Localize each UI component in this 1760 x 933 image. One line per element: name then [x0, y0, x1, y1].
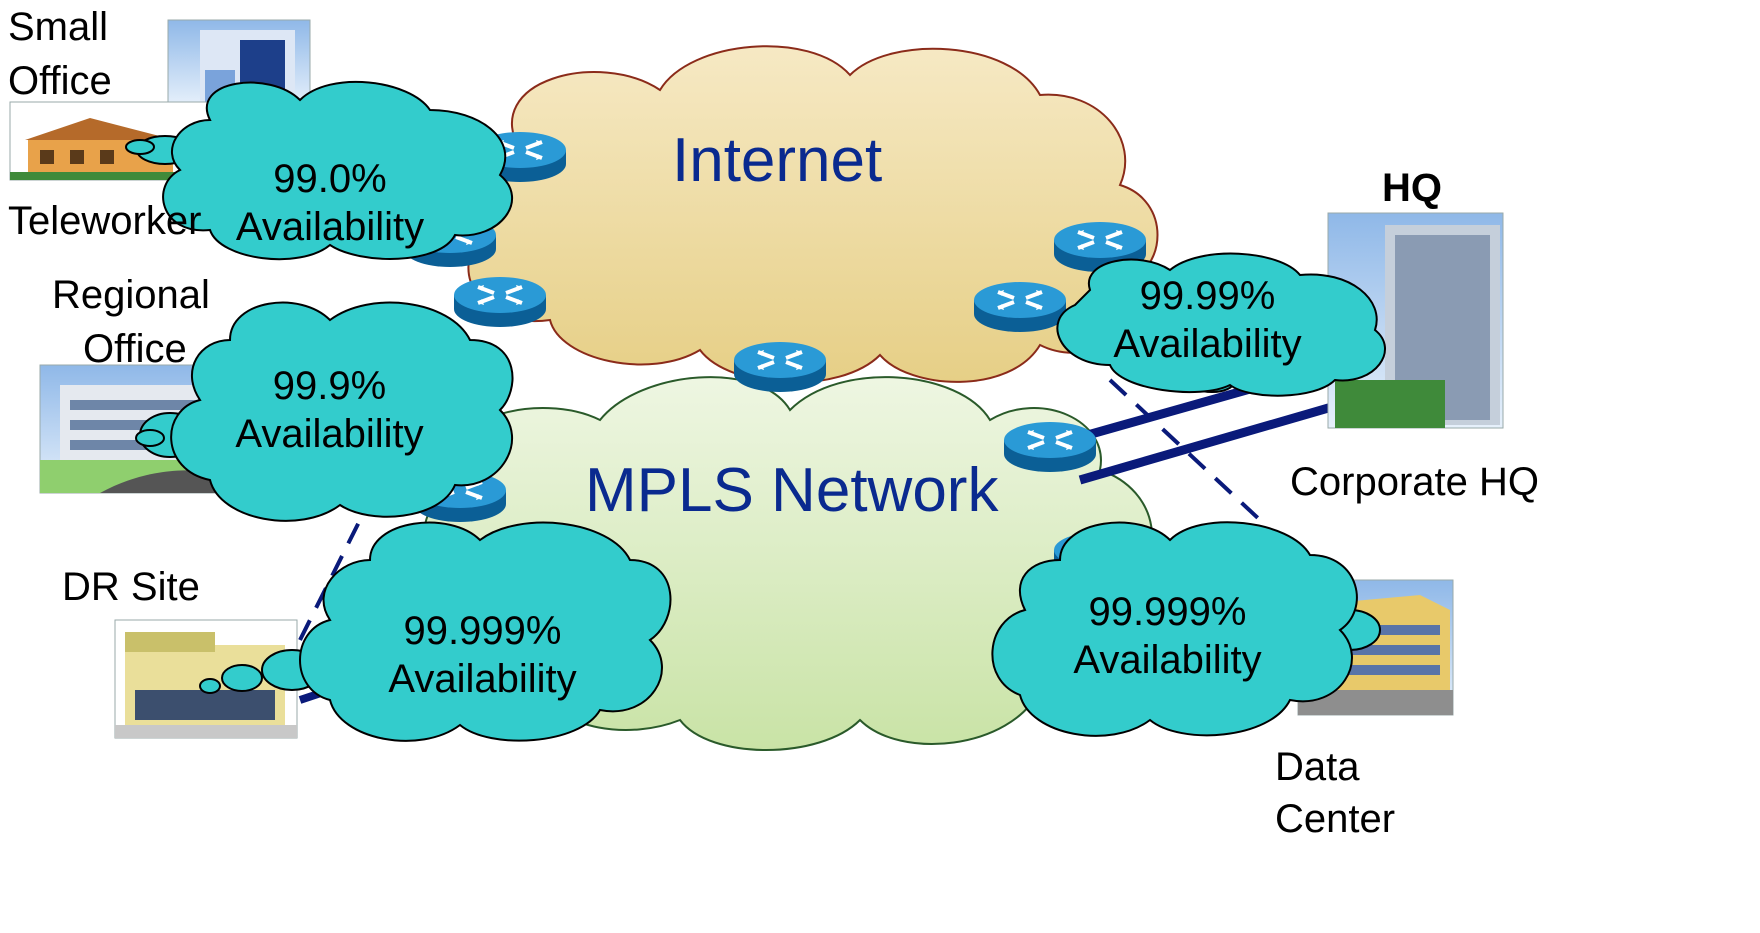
availability-value: 99.99%	[1139, 274, 1276, 318]
small-office-label-line2: Office	[8, 59, 112, 103]
availability-label: Availability	[1113, 322, 1302, 366]
data-center-label-line1: Data	[1275, 745, 1360, 789]
availability-bubble-1	[125, 80, 513, 261]
router-icon	[732, 340, 828, 394]
availability-3: 99.999% Availability	[375, 607, 590, 703]
teleworker-label: Teleworker	[8, 199, 202, 243]
availability-value: 99.999%	[403, 609, 562, 653]
small-office-label-line1: Small	[8, 5, 109, 49]
router-icon	[972, 280, 1068, 334]
availability-bubble-3	[199, 521, 672, 742]
availability-label: Availability	[235, 412, 424, 456]
internet-cloud	[451, 45, 1159, 384]
availability-value: 99.9%	[272, 364, 387, 408]
availability-1: 99.0% Availability	[225, 155, 435, 251]
availability-bubble-5	[991, 521, 1381, 737]
availability-value: 99.999%	[1088, 590, 1247, 634]
availability-bubble-4	[1056, 252, 1386, 397]
hq-label: HQ	[1382, 166, 1442, 210]
availability-4: 99.99% Availability	[1100, 272, 1315, 368]
data-center-label-line2: Center	[1275, 797, 1396, 841]
availability-bubble-2	[135, 301, 514, 522]
availability-5: 99.999% Availability	[1060, 588, 1275, 684]
availability-2: 99.9% Availability	[222, 362, 437, 458]
regional-office-label-line2: Office	[83, 327, 187, 371]
availability-label: Availability	[1073, 638, 1262, 682]
internet-cloud-label: Internet	[672, 126, 883, 195]
availability-value: 99.0%	[273, 157, 387, 201]
regional-office-label-line1: Regional	[52, 273, 210, 317]
availability-label: Availability	[235, 205, 425, 249]
availability-label: Availability	[388, 657, 577, 701]
corporate-hq-label: Corporate HQ	[1290, 460, 1539, 504]
dr-site-label: DR Site	[62, 565, 200, 609]
router-icon	[1002, 420, 1098, 474]
router-icon	[452, 275, 548, 329]
mpls-cloud-label: MPLS Network	[585, 456, 999, 525]
